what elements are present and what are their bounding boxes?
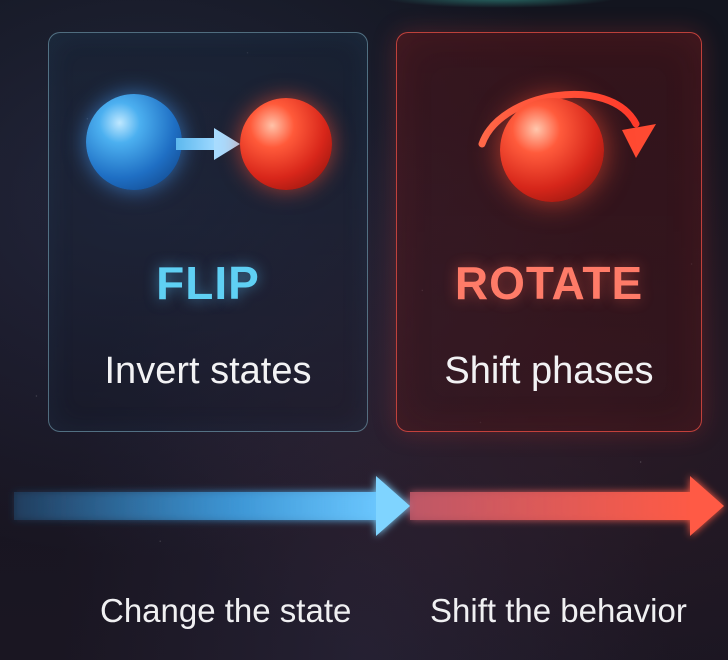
red-timeline-bar	[410, 492, 700, 520]
top-glow	[380, 0, 620, 8]
blue-timeline-bar	[14, 492, 384, 520]
timeline-label-change: Change the state	[100, 592, 352, 629]
flip-subtitle: Invert states	[104, 350, 312, 392]
red-sphere-icon	[240, 98, 332, 190]
timeline-label-shift: Shift the behavior	[430, 592, 687, 629]
flip-title: FLIP	[156, 257, 260, 309]
red-sphere-large-icon	[500, 98, 604, 202]
blue-timeline-arrowhead	[376, 476, 410, 536]
circular-arrow-icon	[478, 90, 656, 158]
rotate-subtitle: Shift phases	[444, 350, 654, 392]
right-arrow-icon	[176, 128, 240, 160]
rotate-title: ROTATE	[454, 257, 644, 309]
timeline-arrows	[14, 476, 724, 536]
flip-card	[48, 32, 368, 432]
red-timeline-arrowhead	[690, 476, 724, 536]
blue-sphere-icon	[86, 94, 182, 190]
